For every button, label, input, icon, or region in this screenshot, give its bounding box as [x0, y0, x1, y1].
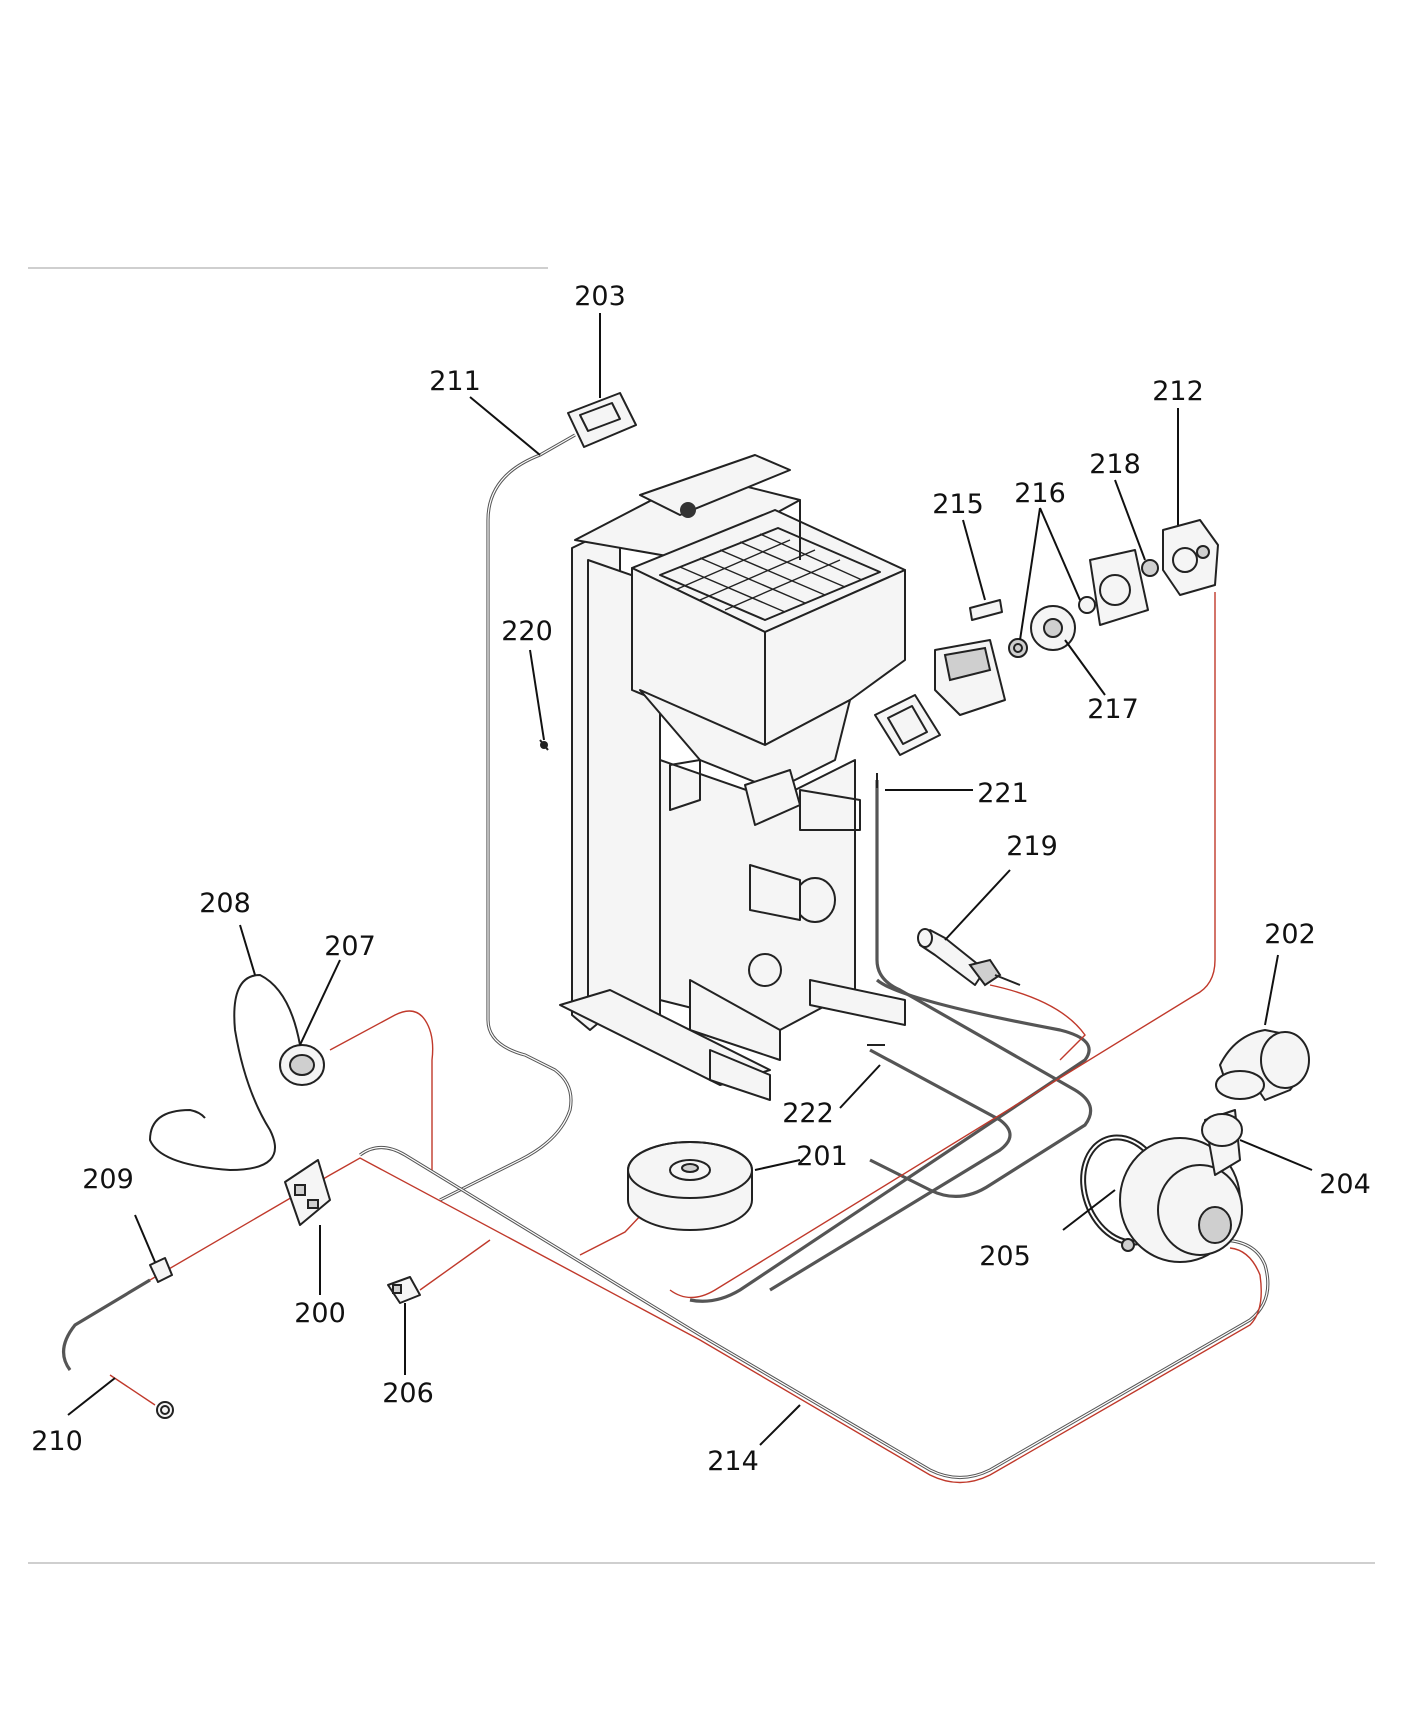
callout-203: 203 [574, 281, 626, 312]
callout-217: 217 [1087, 694, 1139, 725]
callout-209: 209 [82, 1164, 134, 1195]
callout-215: 215 [932, 489, 984, 520]
callout-222: 222 [782, 1098, 834, 1129]
part-210-plug [156, 1401, 174, 1419]
part-219-igniter [917, 928, 1021, 987]
callout-219: 219 [1006, 831, 1058, 862]
callout-212: 214 [707, 1446, 759, 1477]
part-220-sensor [539, 739, 549, 751]
callout-202: 202 [1264, 919, 1316, 950]
part-207-pressure-switch [279, 1044, 325, 1086]
part-217-auger-wheel [1030, 605, 1076, 651]
leader-lines [67, 313, 1313, 1446]
part-200-control-board [284, 1159, 331, 1226]
part-feeder-flange [874, 694, 941, 756]
part-216-seal-b [1078, 596, 1096, 614]
part-209-connector [149, 1257, 173, 1283]
hopper-grid [674, 533, 863, 613]
boiler-body [559, 454, 906, 1101]
callout-216: 216 [1014, 478, 1066, 509]
callout-201: 201 [796, 1141, 848, 1172]
callout-205: 205 [979, 1241, 1031, 1272]
top-vent-detail [680, 502, 696, 518]
part-202-elbow [1215, 1029, 1310, 1101]
callout-220: 220 [501, 616, 553, 647]
callout-210: 210 [31, 1426, 83, 1457]
callout-218: 218 [1089, 449, 1141, 480]
part-auger-plate [1089, 549, 1149, 626]
part-203-display [567, 392, 637, 448]
callout-206: 206 [382, 1378, 434, 1409]
callout-208: 208 [199, 888, 251, 919]
callout-labels: 203 211 212 218 216 215 220 217 221 219 … [31, 281, 1371, 1477]
callout-204: 204 [1319, 1169, 1371, 1200]
callout-200: 200 [294, 1298, 346, 1329]
part-208-tube [149, 974, 301, 1171]
part-218-bearing [1141, 559, 1159, 577]
part-206-connector [387, 1276, 421, 1304]
callout-214: 212 [1152, 376, 1204, 407]
callout-211: 211 [429, 366, 481, 397]
callout-221: 221 [977, 778, 1029, 809]
callout-207: 207 [324, 931, 376, 962]
part-214-gear-motor [1162, 519, 1219, 596]
part-201-blower [627, 1141, 753, 1231]
auger-assembly [874, 519, 1219, 756]
part-216-seal-a [1008, 638, 1028, 658]
cable-211 [439, 433, 576, 1202]
part-204-exhaust-fan [1119, 1109, 1243, 1263]
